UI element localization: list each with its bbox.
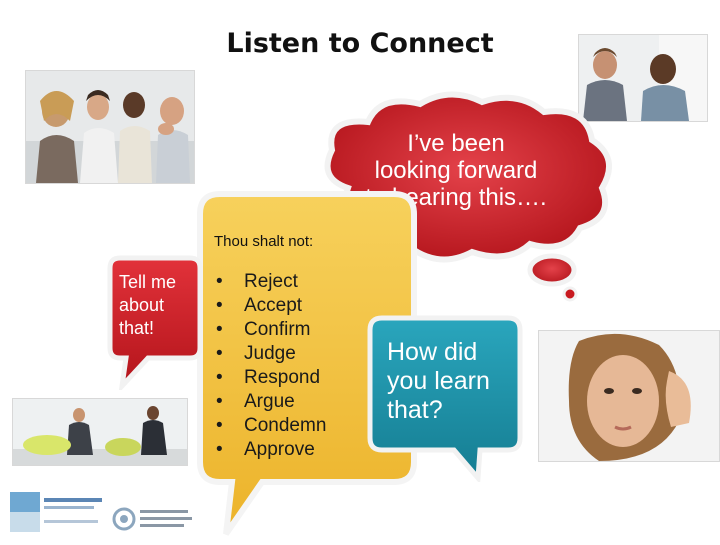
two-men-photo [578, 34, 708, 122]
red-line-1: Tell me [119, 272, 177, 292]
teal-line-1: How did [387, 338, 478, 366]
listening-woman-photo [538, 330, 720, 462]
rule-item: •Respond [216, 367, 321, 388]
rule-item: •Judge [216, 343, 296, 364]
red-bubble-text: Tell me about that! [119, 271, 176, 340]
rule-item: •Reject [216, 271, 298, 292]
slide-title: Listen to Connect [226, 28, 494, 59]
rule-item: •Approve [216, 439, 315, 460]
teal-line-2: you learn [387, 367, 490, 395]
rules-list: •Reject •Accept •Confirm •Judge •Respond… [216, 270, 406, 462]
teal-line-3: that? [387, 396, 443, 424]
rule-item: •Accept [216, 295, 303, 316]
yellow-speech-bubble [192, 186, 424, 540]
red-line-2: about [119, 295, 165, 315]
teal-speech-bubble [364, 312, 526, 485]
organization-logo [10, 490, 106, 534]
interview-photo [12, 398, 188, 466]
red-line-3: that! [119, 318, 155, 338]
thought-line-2: looking forward [374, 157, 538, 184]
red-speech-bubble [104, 252, 204, 394]
thought-line-1: I’ve been [407, 130, 505, 157]
certification-logo [112, 504, 194, 534]
rule-item: •Confirm [216, 319, 311, 340]
group-meeting-photo [25, 70, 195, 184]
yellow-bubble-heading: Thou shalt not: [214, 233, 314, 250]
teal-bubble-text: How did you learn that? [387, 338, 490, 425]
rule-item: •Condemn [216, 415, 327, 436]
rule-item: •Argue [216, 391, 295, 412]
